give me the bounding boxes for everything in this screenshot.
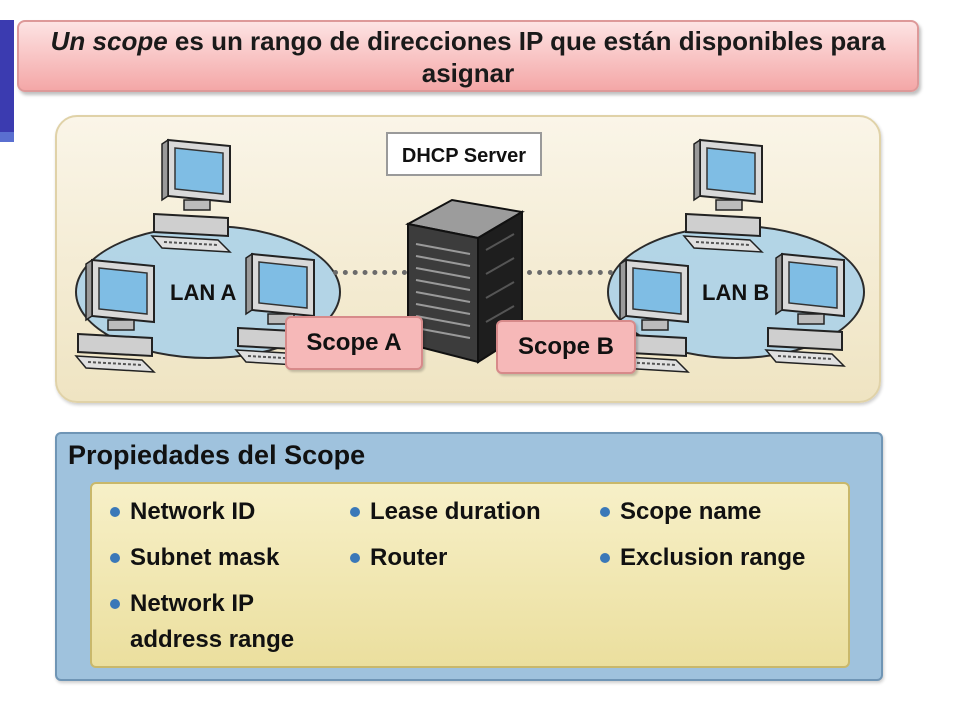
property-router: Router bbox=[370, 544, 448, 571]
dhcp-server-label: DHCP Server bbox=[386, 132, 542, 176]
scope-b-tag: Scope B bbox=[496, 320, 636, 374]
desktop-computer-icon bbox=[74, 258, 156, 373]
property-item: Lease duration bbox=[348, 494, 541, 530]
property-scope-name: Scope name bbox=[620, 498, 762, 525]
lan-a-label: LAN A bbox=[170, 280, 237, 305]
banner-title-emphasis: Un scope bbox=[50, 26, 168, 56]
server-tower-icon bbox=[405, 198, 525, 364]
property-item: Subnet mask bbox=[108, 540, 279, 576]
scope-properties-list bbox=[90, 482, 850, 668]
lan-b-label: LAN B bbox=[702, 280, 770, 305]
property-item: Exclusion range bbox=[598, 540, 805, 576]
desktop-computer-icon bbox=[150, 138, 232, 253]
scope-a-tag: Scope A bbox=[285, 316, 423, 370]
property-subnet-mask: Subnet mask bbox=[130, 544, 280, 571]
connection-line-lan-b bbox=[527, 270, 613, 275]
desktop-computer-icon bbox=[682, 138, 764, 253]
slide-accent-bar-bottom bbox=[0, 132, 14, 142]
title-banner: Un scope es un rango de direcciones IP q… bbox=[17, 20, 919, 92]
property-network-ip-range-line2: address range bbox=[130, 626, 295, 653]
property-exclusion-range: Exclusion range bbox=[620, 544, 806, 571]
property-item: Scope name bbox=[598, 494, 761, 530]
property-item: Network ID bbox=[108, 494, 255, 530]
property-lease-duration: Lease duration bbox=[370, 498, 541, 525]
property-network-id: Network ID bbox=[130, 498, 256, 525]
banner-title: Un scope es un rango de direcciones IP q… bbox=[19, 22, 917, 89]
desktop-computer-icon bbox=[764, 252, 846, 367]
banner-title-rest: es un rango de direcciones IP que están … bbox=[174, 26, 886, 56]
property-item: Network IP address range bbox=[108, 586, 294, 658]
property-item: Router bbox=[348, 540, 447, 576]
property-network-ip-range-line1: Network IP bbox=[130, 590, 255, 617]
banner-title-line2: asignar bbox=[421, 58, 515, 88]
slide-accent-bar bbox=[0, 20, 14, 132]
connection-line-lan-a bbox=[333, 270, 407, 275]
scope-properties-title: Propiedades del Scope bbox=[68, 440, 366, 470]
